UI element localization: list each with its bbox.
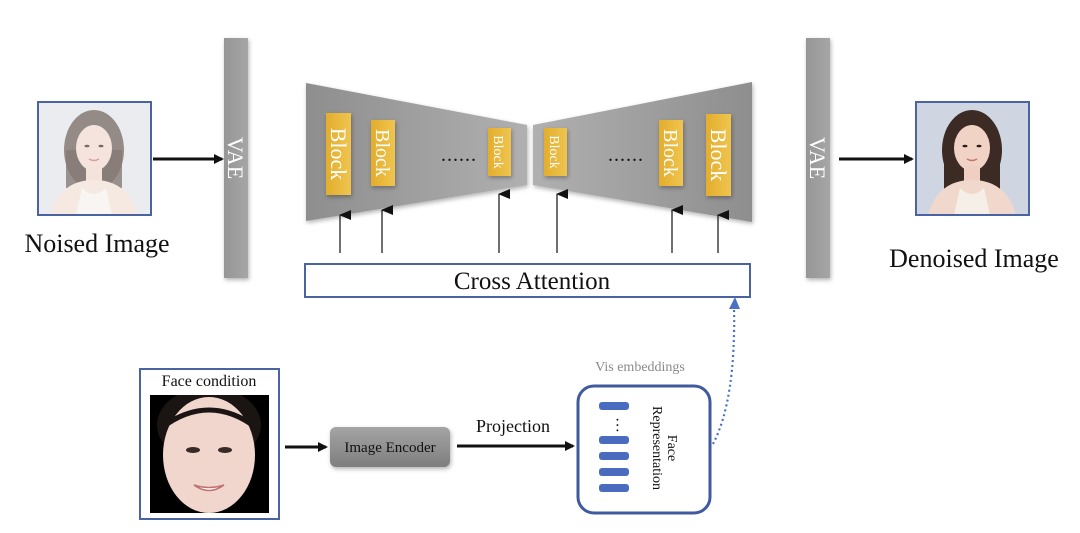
embedding-token-4 [599,468,629,476]
embedding-token-2 [599,436,629,444]
vis-embeddings-title: Vis embeddings [595,360,685,375]
projection-label: Projection [476,416,550,436]
encoder-block-1: Block [326,113,351,195]
vae-right-label: VAE [805,137,830,179]
unet-encoder [306,83,527,221]
vae-left-label: VAE [223,137,248,179]
denoised-image-label: Denoised Image [889,244,1059,273]
cross-attention-box: Cross Attention [304,263,751,298]
encoder-block-1-label: Block [326,128,351,181]
embedding-token-1 [599,402,629,410]
encoder-ellipsis: ...... [441,144,477,166]
encoder-block-3-label: Block [490,135,505,168]
image-encoder-label: Image Encoder [344,440,435,456]
cross-attention-arrows [339,189,729,253]
embedding-token-3 [599,452,629,460]
decoder-block-1: Block [544,128,567,176]
noised-image [37,101,152,216]
decoder-ellipsis: ...... [608,144,644,166]
embedding-to-cross-attention-arrow [712,305,736,445]
face-representation-box: ··· Face Representation [576,384,712,515]
face-representation-label-line2: Representation [649,406,664,490]
decoder-block-1-label: Block [546,135,561,168]
face-condition: Face condition [139,368,280,520]
encoder-block-2: Block [371,120,395,186]
embedding-ellipsis: ··· [608,417,625,433]
decoder-block-3-label: Block [706,129,731,182]
dotted-arrow-head-icon [729,297,740,309]
embedding-token-5 [599,484,629,492]
encoder-block-2-label: Block [371,129,393,177]
image-encoder: Image Encoder [330,427,450,467]
unet-decoder [533,82,752,222]
denoised-image [915,101,1030,216]
encoder-block-3: Block [488,128,511,176]
decoder-block-3: Block [706,114,731,196]
face-condition-label: Face condition [162,373,257,390]
decoder-block-2-label: Block [659,129,681,177]
decoder-block-2: Block [659,120,683,186]
vae-right: VAE [805,38,830,278]
cross-attention-label: Cross Attention [454,268,611,295]
face-representation-label-line1: Face [664,435,679,461]
vae-left: VAE [223,38,248,278]
noised-image-label: Noised Image [24,229,169,258]
